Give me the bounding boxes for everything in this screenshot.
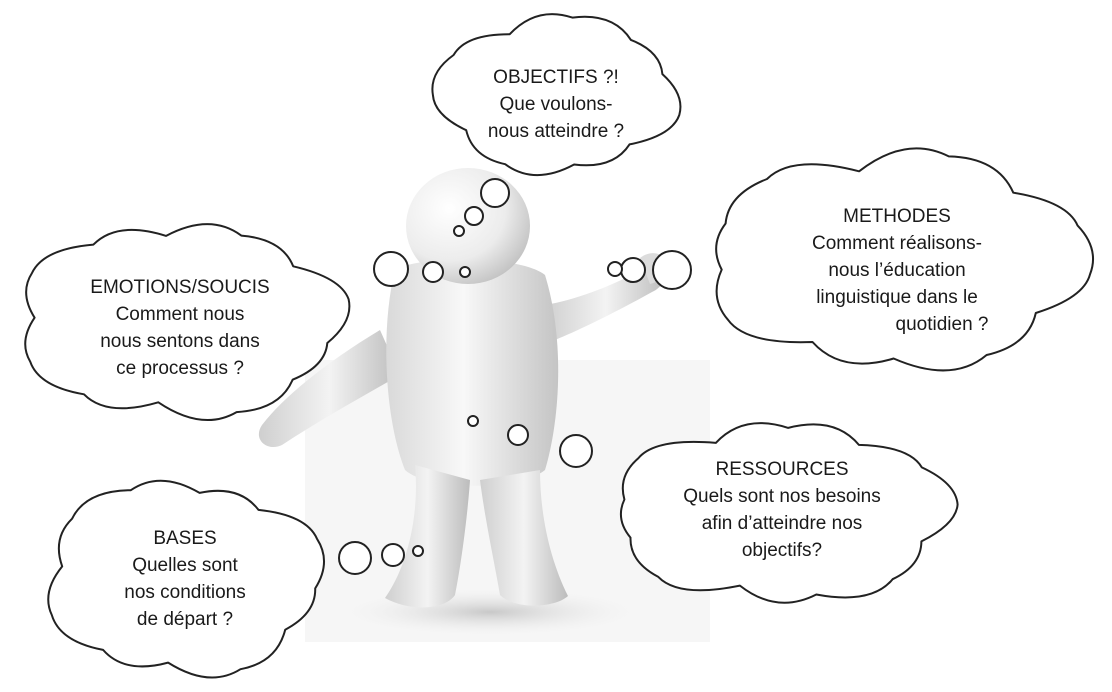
bases-line-1: BASES	[153, 528, 217, 549]
bubble-ressources-2	[507, 424, 529, 446]
methodes-line-5: quotidien ?	[895, 314, 989, 335]
ressources-line-4: objectifs?	[741, 540, 823, 561]
bubble-bases-1	[338, 541, 372, 575]
bubble-emotions-2	[422, 261, 444, 283]
bases-line-4: de départ ?	[136, 609, 234, 630]
emotions-line-2: Comment nous	[115, 304, 245, 325]
cloud-emotions-text: EMOTIONS/SOUCIS Comment nous nous senton…	[52, 274, 308, 382]
ressources-line-3: afin d’atteindre nos	[701, 513, 863, 534]
bubble-bases-3	[412, 545, 424, 557]
cloud-objectifs-text: OBJECTIFS ?! Que voulons- nous atteindre…	[448, 64, 664, 145]
emotions-line-1: EMOTIONS/SOUCIS	[90, 277, 270, 298]
person-figure	[258, 168, 710, 642]
cloud-emotions	[24, 223, 351, 422]
cloud-ressources-text: RESSOURCES Quels sont nos besoins afin d…	[650, 456, 914, 564]
methodes-line-1: METHODES	[843, 206, 951, 227]
right-leg	[480, 470, 568, 606]
cloud-objectifs	[431, 13, 682, 176]
bases-line-3: nos conditions	[124, 582, 246, 603]
objectifs-line-2: Que voulons-	[499, 94, 613, 115]
bubble-bases-2	[381, 543, 405, 567]
bubble-methodes-1	[652, 250, 692, 290]
torso	[386, 259, 559, 486]
objectifs-line-1: OBJECTIFS ?!	[493, 67, 619, 88]
bubble-objectifs-2	[464, 206, 484, 226]
cloud-methodes-text: METHODES Comment réalisons- nous l’éduca…	[772, 203, 1022, 338]
floor-shadow	[315, 584, 665, 640]
methodes-line-3: nous l’éducation	[828, 260, 966, 281]
bubble-methodes-2	[620, 257, 646, 283]
bubble-ressources-1	[559, 434, 593, 468]
cloud-bases-text: BASES Quelles sont nos conditions de dép…	[85, 525, 285, 633]
bubble-objectifs-3	[453, 225, 465, 237]
ressources-line-1: RESSOURCES	[715, 459, 849, 480]
emotions-line-4: ce processus ?	[116, 358, 244, 379]
bubble-emotions-3	[459, 266, 471, 278]
left-arm	[258, 330, 400, 448]
methodes-line-2: Comment réalisons-	[812, 233, 982, 254]
thought-clouds	[24, 13, 1094, 679]
bubble-methodes-3	[607, 261, 623, 277]
bubble-emotions-1	[373, 251, 409, 287]
ressources-line-2: Quels sont nos besoins	[683, 486, 881, 507]
left-leg	[385, 465, 470, 608]
bubble-ressources-3	[467, 415, 479, 427]
thought-bubbles	[338, 178, 692, 575]
bases-line-2: Quelles sont	[132, 555, 238, 576]
methodes-line-4: linguistique dans le	[816, 287, 978, 308]
objectifs-line-3: nous atteindre ?	[487, 121, 625, 142]
emotions-line-3: nous sentons dans	[100, 331, 260, 352]
cloud-ressources	[619, 422, 959, 604]
bubble-objectifs-1	[480, 178, 510, 208]
cloud-methodes	[715, 147, 1094, 372]
cloud-bases	[47, 479, 325, 679]
